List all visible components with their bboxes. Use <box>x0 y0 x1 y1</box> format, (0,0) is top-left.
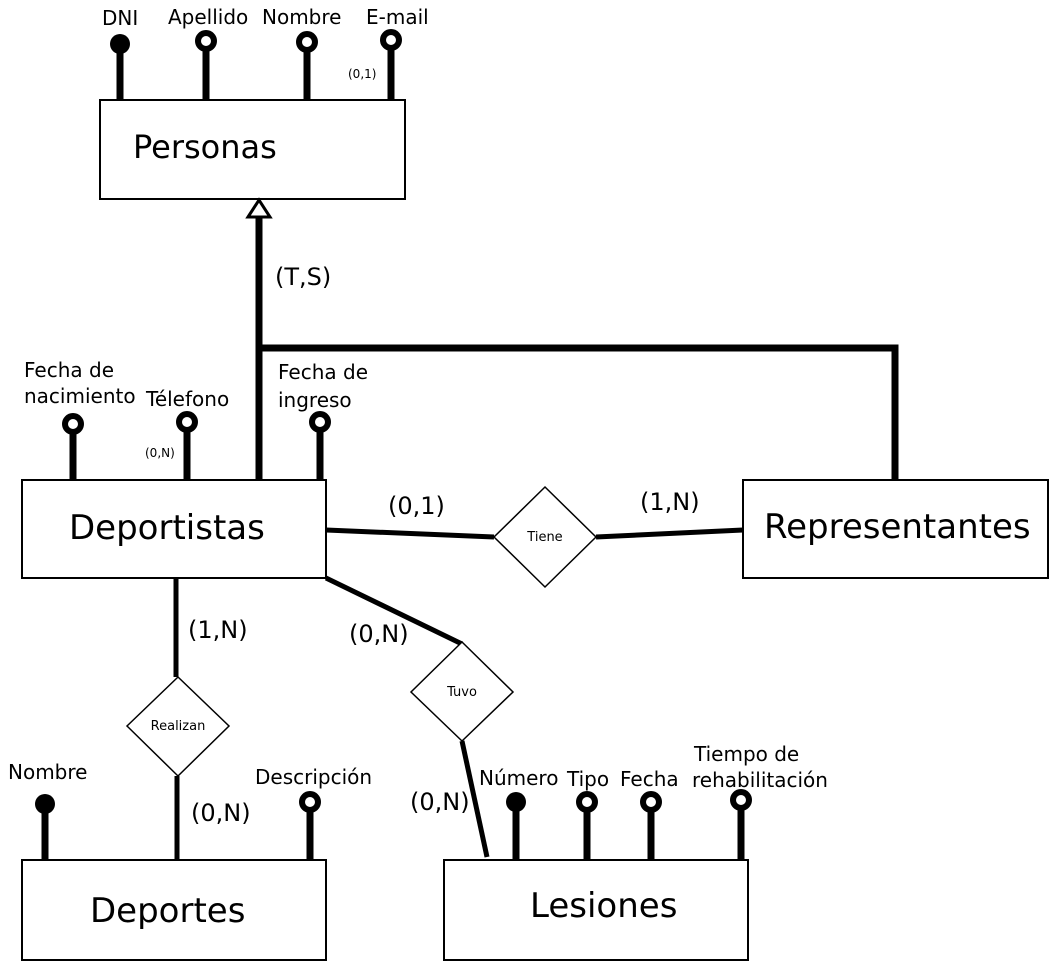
attribute-dni: DNI <box>102 6 138 100</box>
entity-deportes-label: Deportes <box>90 891 245 931</box>
attribute-descripcion: Descripción <box>255 765 372 860</box>
entity-deportistas: Deportistas <box>21 479 327 579</box>
entity-lesiones: Lesiones <box>443 859 749 961</box>
attribute-tiempo-rehabilitacion-line1: Tiempo de <box>693 742 799 766</box>
attribute-nombre-persona: Nombre <box>262 5 341 100</box>
relationship-tuvo-diamond <box>409 640 515 743</box>
attribute-email-cardinality: (0,1) <box>348 67 376 81</box>
attribute-descripcion-label: Descripción <box>255 765 372 789</box>
attribute-nombre-persona-label: Nombre <box>262 5 341 29</box>
attribute-fecha-ingreso-line2: ingreso <box>278 388 352 412</box>
entity-representantes: Representantes <box>742 479 1049 579</box>
attribute-marker <box>195 30 217 52</box>
generalization: (T,S) <box>245 197 899 480</box>
key-attribute-marker <box>35 794 55 814</box>
cardinality-realizan-deportes: (0,N) <box>191 799 251 827</box>
cardinality-tuvo-lesiones: (0,N) <box>410 788 470 816</box>
attribute-fecha-nacimiento-line1: Fecha de <box>24 358 114 382</box>
attribute-tiempo-rehabilitacion: Tiempo de rehabilitación <box>692 742 828 860</box>
attribute-fecha-lesion-label: Fecha <box>620 767 679 791</box>
generalization-cardinality: (T,S) <box>275 263 331 291</box>
attribute-tiempo-rehabilitacion-line2: rehabilitación <box>692 768 828 792</box>
attribute-fecha-ingreso-line1: Fecha de <box>278 360 368 384</box>
attribute-marker <box>576 791 598 813</box>
attribute-tipo-label: Tipo <box>566 767 609 791</box>
attribute-telefono-label: Télefono <box>145 387 229 411</box>
relationship-realizan: Realizan (1,N) (0,N) <box>125 578 251 860</box>
relationship-tiene-diamond <box>492 485 598 589</box>
attribute-nombre-deporte-label: Nombre <box>8 760 87 784</box>
key-attribute-marker <box>110 34 130 54</box>
attribute-telefono-cardinality: (0,N) <box>145 446 175 460</box>
attribute-marker <box>730 789 752 811</box>
attribute-apellido: Apellido <box>168 5 248 100</box>
relationship-realizan-diamond <box>125 675 231 778</box>
relationship-tuvo-label: Tuvo <box>446 685 477 700</box>
attribute-marker <box>640 791 662 813</box>
entity-representantes-label: Representantes <box>764 507 1031 547</box>
attribute-fecha-nacimiento: Fecha de nacimiento <box>24 358 136 480</box>
cardinality-deportistas-realizan: (1,N) <box>188 616 248 644</box>
attribute-marker <box>380 29 402 51</box>
entity-personas: Personas <box>99 99 406 200</box>
relationship-tuvo: Tuvo (0,N) (0,N) <box>324 575 515 858</box>
attribute-marker <box>296 31 318 53</box>
attribute-telefono: Télefono (0,N) <box>145 387 229 480</box>
attribute-numero-label: Número <box>479 766 558 790</box>
attribute-tipo: Tipo <box>566 767 609 860</box>
cardinality-deportistas-tiene: (0,1) <box>388 492 445 520</box>
attribute-numero: Número <box>479 766 558 860</box>
relationship-tiene-label: Tiene <box>526 530 562 545</box>
attribute-fecha-ingreso: Fecha de ingreso <box>278 360 368 480</box>
attribute-marker <box>299 791 321 813</box>
entity-deportistas-label: Deportistas <box>69 508 265 548</box>
relationship-tiene: Tiene (0,1) (1,N) <box>325 485 744 589</box>
key-attribute-marker <box>506 792 526 812</box>
attribute-marker <box>309 411 331 433</box>
attribute-email-label: E-mail <box>366 5 429 29</box>
attribute-dni-label: DNI <box>102 6 138 30</box>
attribute-fecha-nacimiento-line2: nacimiento <box>24 384 136 408</box>
cardinality-deportistas-tuvo: (0,N) <box>349 620 409 648</box>
attribute-email: E-mail (0,1) <box>348 5 429 100</box>
entity-deportes: Deportes <box>21 859 327 961</box>
attribute-nombre-deporte: Nombre <box>8 760 87 860</box>
attribute-marker <box>176 411 198 433</box>
entity-personas-label: Personas <box>133 128 277 166</box>
entity-lesiones-label: Lesiones <box>530 886 677 926</box>
generalization-arrowhead <box>245 197 273 219</box>
cardinality-tiene-representantes: (1,N) <box>640 488 700 516</box>
relationship-realizan-label: Realizan <box>151 719 206 734</box>
attribute-apellido-label: Apellido <box>168 5 248 29</box>
attribute-marker <box>62 413 84 435</box>
attribute-fecha-lesion: Fecha <box>620 767 679 860</box>
